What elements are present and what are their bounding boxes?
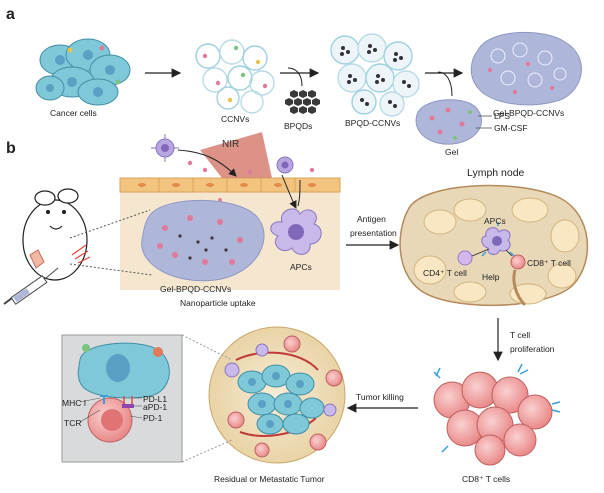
apc-tissue <box>270 208 322 255</box>
syringe-icon <box>3 267 59 305</box>
label-mhc-i: MHC I <box>62 398 87 408</box>
apc-lymph <box>481 222 515 257</box>
label-cd8-t-cells: CD8⁺ T cells <box>462 474 511 484</box>
label-t-cell-proliferation-2: proliferation <box>510 344 555 354</box>
residual-tumor-circle <box>208 326 346 464</box>
bpqd-ccnvs-vesicles <box>330 33 420 117</box>
label-antigen-presentation-2: presentation <box>350 228 397 238</box>
label-help: Help <box>482 272 500 282</box>
label-cd8-t-cell: CD8⁺ T cell <box>527 258 571 268</box>
label-cancer-cells: Cancer cells <box>50 108 97 118</box>
label-gel: Gel <box>445 147 459 157</box>
gel-blob <box>415 99 483 145</box>
label-bpqds: BPQDs <box>284 121 313 131</box>
label-apcs-node: APCs <box>484 216 506 226</box>
label-antigen-presentation-1: Antigen <box>357 214 386 224</box>
apc-top <box>151 134 179 162</box>
synapse-inset <box>61 334 233 463</box>
cd4-t-cell-sphere <box>457 250 473 266</box>
bpqds-cluster <box>285 90 320 114</box>
label-tumor-killing: Tumor killing <box>356 392 404 402</box>
label-ccnvs: CCNVs <box>221 114 250 124</box>
apc-nir <box>276 156 294 174</box>
label-cd4-t-cell: CD4⁺ T cell <box>423 268 467 278</box>
label-apd-1: aPD-1 <box>143 402 168 412</box>
label-gm-csf: GM-CSF <box>494 123 528 133</box>
label-t-cell-proliferation-1: T cell <box>510 330 531 340</box>
label-gel-bpqd-ccnvs: Gel-BPQD-CCNVs <box>493 108 565 118</box>
label-lps: LPS <box>494 111 511 121</box>
label-residual-tumor: Residual or Metastatic Tumor <box>214 474 325 484</box>
gel-bpqd-ccnvs-blob <box>470 31 582 106</box>
cd8-t-cell-sphere <box>510 254 526 270</box>
panel-letter-b: b <box>6 140 16 157</box>
panel-letter-a: a <box>6 6 15 23</box>
label-bpqd-ccnvs: BPQD-CCNVs <box>345 118 401 128</box>
label-pd-1: PD-1 <box>143 413 163 423</box>
gel-injected-blob <box>141 199 265 282</box>
label-tcr: TCR <box>64 418 82 428</box>
mouse-illustration <box>22 188 91 281</box>
label-lymph-node: Lymph node <box>467 167 525 179</box>
cancer-cells-cluster <box>35 38 131 106</box>
ccnvs-vesicles <box>195 39 275 114</box>
label-nanoparticle-uptake: Nanoparticle uptake <box>180 298 256 308</box>
label-apcs-tissue: APCs <box>290 262 312 272</box>
label-nir: NIR <box>222 139 240 150</box>
cd8-t-cells-cluster <box>433 363 561 466</box>
label-pd-l1: PD-L1 <box>143 394 168 404</box>
nir-beam <box>200 132 272 178</box>
label-gel-bpqd-ccnvs-injected: Gel-BPQD-CCNVs <box>160 284 232 294</box>
